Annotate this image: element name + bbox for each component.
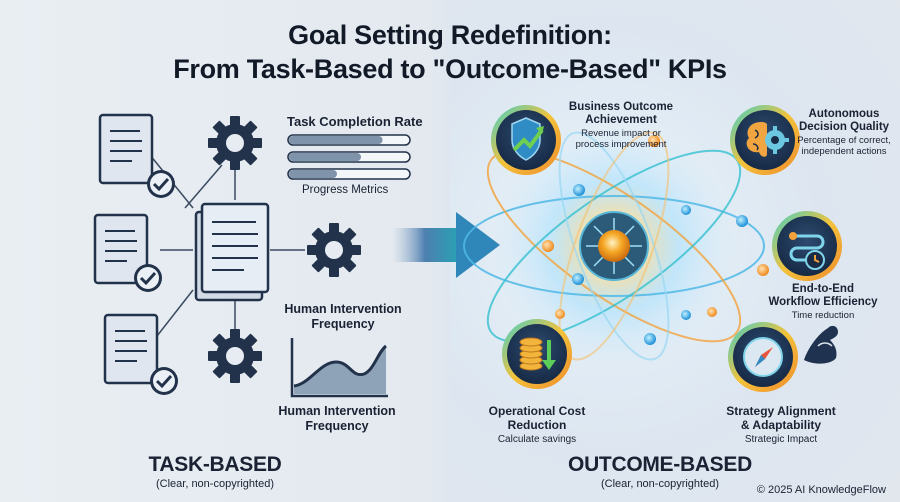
intervention-label-bottom: Human Intervention Frequency — [278, 404, 396, 433]
node-title: Autonomous Decision Quality — [798, 108, 890, 133]
progress-bar-fill — [289, 153, 361, 161]
node-business-outcome: Business Outcome Achievement Revenue imp… — [551, 101, 691, 150]
intervention-label-top: Human Intervention Frequency — [284, 302, 402, 331]
node-title: Business Outcome Achievement — [568, 101, 674, 126]
node-title: End-to-End Workflow Efficiency — [768, 283, 878, 308]
task-based-heading: TASK-BASED — [148, 453, 282, 476]
node-desc: Strategic Impact — [744, 434, 818, 445]
shield-growth-icon — [491, 105, 561, 175]
outcome-based-subheading: (Clear, non-copyrighted) — [600, 478, 719, 490]
node-workflow-efficiency: End-to-End Workflow Efficiency Time redu… — [758, 283, 888, 321]
gear-icon-middle — [307, 223, 361, 277]
progress-metrics-label: Progress Metrics — [302, 184, 389, 196]
node-title: Strategy Alignment & Adaptability — [726, 404, 836, 432]
node-strategy-alignment: Strategy Alignment & Adaptability Strate… — [706, 404, 856, 446]
coins-down-icon — [502, 319, 572, 389]
transition-arrow-icon — [392, 212, 500, 278]
progress-bar-fill — [289, 170, 337, 178]
task-based-subheading: (Clear, non-copyrighted) — [155, 478, 274, 490]
progress-bars — [287, 134, 411, 180]
node-desc: Calculate savings — [497, 434, 577, 445]
compass-icon — [728, 322, 798, 392]
gear-icon-top — [208, 116, 262, 170]
workflow-clock-icon — [772, 211, 842, 281]
node-title: Operational Cost Reduction — [488, 404, 586, 432]
brain-gear-icon — [730, 105, 800, 175]
document-check-icon-1 — [98, 113, 175, 198]
node-desc: Percentage of correct, independent actio… — [797, 135, 891, 157]
outcome-atom — [463, 126, 769, 366]
gear-icon-bottom — [208, 329, 262, 383]
title-line-1: Goal Setting Redefinition: — [288, 20, 612, 50]
stacked-documents-icon — [194, 202, 270, 302]
copyright-notice: © 2025 AI KnowledgeFlow — [756, 484, 886, 496]
outcome-based-heading: OUTCOME-BASED — [568, 453, 752, 476]
node-desc: Revenue impact or process improvement — [575, 128, 667, 150]
node-cost-reduction: Operational Cost Reduction Calculate sav… — [467, 404, 607, 446]
progress-bar-fill — [289, 136, 383, 144]
flexed-arm-icon — [804, 325, 838, 364]
node-decision-quality: Autonomous Decision Quality Percentage o… — [788, 108, 900, 157]
title-line-2: From Task-Based to "Outcome-Based" KPIs — [173, 54, 727, 84]
task-completion-label: Task Completion Rate — [287, 114, 423, 129]
intervention-line-chart — [290, 338, 388, 398]
document-check-icon-2 — [93, 213, 162, 292]
document-check-icon-3 — [103, 313, 178, 395]
node-desc: Time reduction — [791, 310, 855, 321]
